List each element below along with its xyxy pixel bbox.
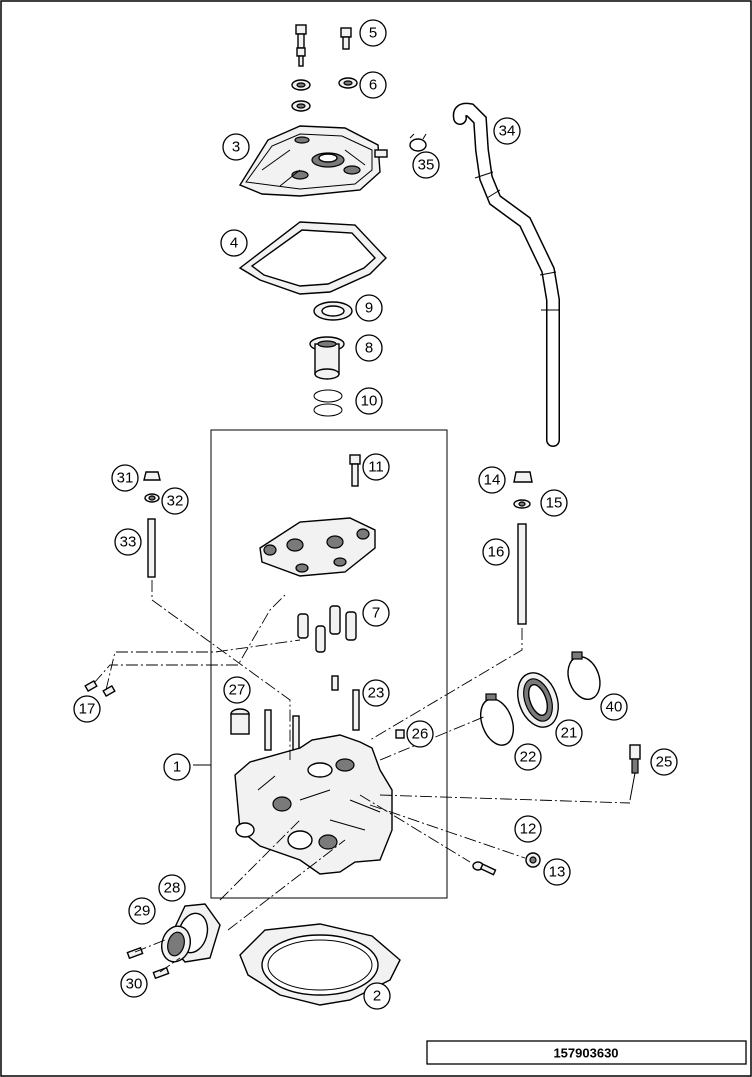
- svg-text:30: 30: [126, 976, 143, 993]
- o-rings-10-icon: [313, 389, 343, 417]
- svg-text:25: 25: [656, 754, 673, 771]
- callout-14: 14: [478, 466, 506, 494]
- screw-12-icon: [472, 861, 497, 876]
- svg-text:12: 12: [520, 821, 537, 838]
- svg-text:35: 35: [418, 157, 435, 174]
- callout-4: 4: [220, 229, 248, 257]
- svg-text:6: 6: [369, 77, 377, 94]
- svg-text:1: 1: [173, 759, 181, 776]
- screws-17-icon: [84, 679, 116, 698]
- callout-25: 25: [650, 748, 678, 776]
- svg-text:26: 26: [412, 726, 429, 743]
- svg-text:33: 33: [120, 534, 137, 551]
- svg-text:40: 40: [606, 699, 623, 716]
- svg-text:2: 2: [373, 988, 381, 1005]
- stud-assembly-14-16-icon: [513, 471, 533, 625]
- callout-17: 17: [73, 695, 101, 723]
- callout-23: 23: [362, 679, 390, 707]
- breather-hose-34-icon: [452, 102, 560, 447]
- callout-28: 28: [158, 874, 186, 902]
- dowel-pins-23-icon: [264, 675, 360, 757]
- svg-text:11: 11: [368, 459, 384, 476]
- svg-text:23: 23: [368, 685, 385, 702]
- callout-12: 12: [514, 815, 542, 843]
- plug-26-icon: [395, 729, 405, 739]
- svg-text:34: 34: [499, 123, 516, 140]
- callout-22: 22: [514, 743, 542, 771]
- camshaft-bearing-bridge-icon: [259, 517, 376, 577]
- valve-cover-3-icon: [238, 125, 388, 197]
- svg-text:32: 32: [167, 493, 184, 510]
- washer-13-icon: [525, 852, 541, 868]
- svg-text:28: 28: [164, 880, 181, 897]
- svg-text:9: 9: [365, 300, 373, 317]
- gasket-4-icon: [238, 221, 387, 295]
- svg-text:7: 7: [372, 605, 380, 622]
- callout-7: 7: [362, 599, 390, 627]
- svg-text:31: 31: [117, 470, 134, 487]
- callout-8: 8: [355, 334, 383, 362]
- temperature-sensor-25-icon: [629, 744, 641, 801]
- callout-21: 21: [555, 719, 583, 747]
- svg-text:29: 29: [134, 903, 151, 920]
- callout-34: 34: [493, 117, 521, 145]
- svg-text:21: 21: [561, 725, 578, 742]
- bolt-11-icon: [349, 454, 361, 487]
- svg-text:14: 14: [484, 472, 501, 489]
- callout-33: 33: [114, 528, 142, 556]
- cylinder-head-1-icon: [234, 734, 393, 875]
- svg-text:27: 27: [229, 682, 246, 699]
- callout-30: 30: [120, 970, 148, 998]
- callout-32: 32: [161, 487, 189, 515]
- svg-text:4: 4: [230, 235, 238, 252]
- callout-3: 3: [222, 133, 250, 161]
- svg-text:22: 22: [520, 749, 537, 766]
- callout-31: 31: [111, 464, 139, 492]
- callout-10: 10: [355, 387, 383, 415]
- bolt-5-icon: [295, 24, 352, 67]
- exhaust-gasket-29-icon: [160, 925, 192, 963]
- spark-plug-sleeve-8-icon: [309, 336, 345, 380]
- stud-assembly-31-33-icon: [143, 471, 161, 578]
- head-gasket-2-icon: [239, 923, 401, 1006]
- hose-clamp-40-icon: [567, 651, 601, 701]
- callout-29: 29: [128, 897, 156, 925]
- callout-6: 6: [359, 71, 387, 99]
- intake-flange-21-icon: [517, 672, 559, 728]
- document-number-box: 157903630: [426, 1040, 747, 1065]
- callout-15: 15: [540, 489, 568, 517]
- callout-9: 9: [355, 294, 383, 322]
- svg-text:16: 16: [488, 544, 505, 561]
- leader-lines: [93, 580, 631, 973]
- callout-16: 16: [482, 538, 510, 566]
- svg-text:15: 15: [546, 495, 563, 512]
- callout-27: 27: [223, 676, 251, 704]
- callout-11: 11: [362, 453, 390, 481]
- callout-40: 40: [600, 693, 628, 721]
- callout-35: 35: [412, 151, 440, 179]
- svg-text:5: 5: [369, 25, 377, 42]
- svg-text:13: 13: [549, 864, 566, 881]
- assembly-group-frame: [210, 429, 448, 899]
- callout-26: 26: [406, 720, 434, 748]
- washer-6-icon: [291, 77, 358, 112]
- valve-guides-7-icon: [297, 605, 357, 653]
- document-number: 157903630: [553, 1046, 618, 1061]
- callout-13: 13: [543, 858, 571, 886]
- sleeve-27-icon: [230, 708, 250, 735]
- callout-1: 1: [163, 753, 191, 781]
- svg-text:10: 10: [361, 393, 378, 410]
- svg-text:8: 8: [365, 340, 373, 357]
- svg-text:17: 17: [79, 701, 96, 718]
- hose-clamp-35-icon: [409, 133, 427, 152]
- svg-text:3: 3: [232, 139, 240, 156]
- callout-5: 5: [359, 19, 387, 47]
- seal-ring-9-icon: [313, 301, 353, 321]
- intake-clamp-22-icon: [479, 693, 515, 746]
- callout-2: 2: [363, 982, 391, 1010]
